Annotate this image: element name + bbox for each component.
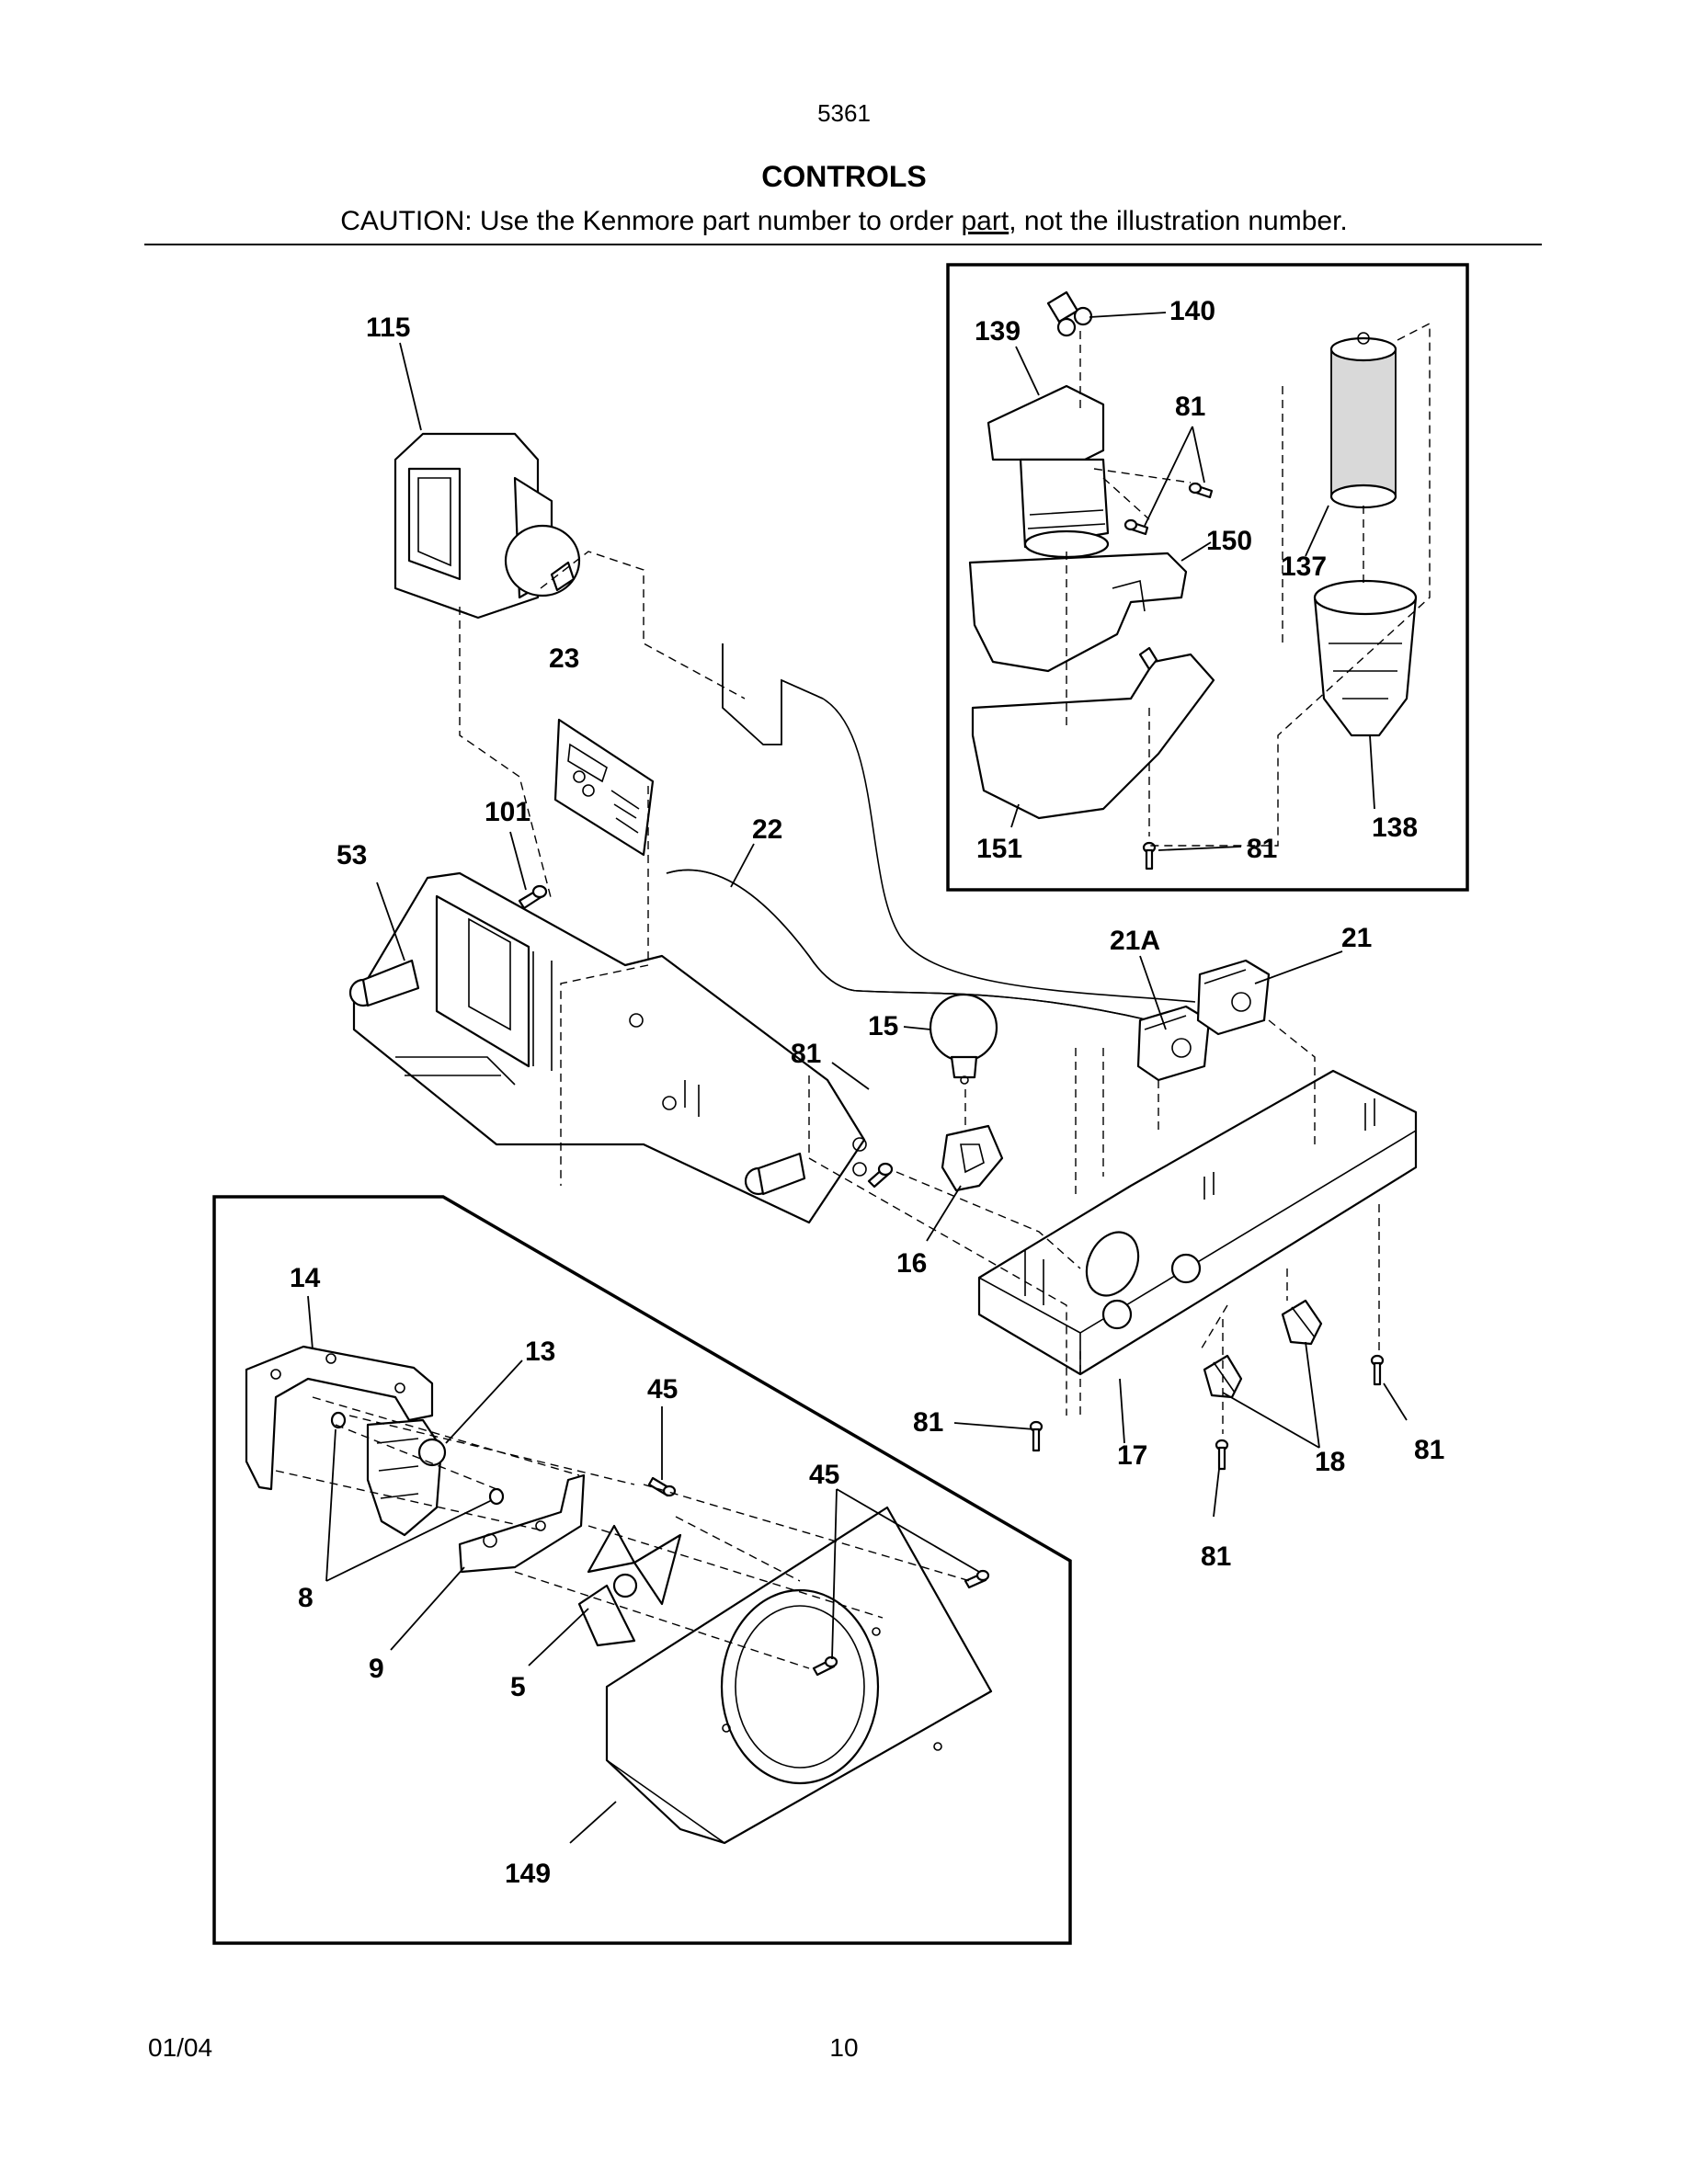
part-150-upper-cover xyxy=(968,552,1188,673)
part-81-screw-a xyxy=(867,1162,894,1189)
part-137-filter-cartridge xyxy=(1329,332,1397,509)
callout-81b: 81 xyxy=(1247,834,1277,864)
part-140-elbow-fitting xyxy=(1046,290,1093,337)
callout-139: 139 xyxy=(975,316,1021,347)
callout-22: 22 xyxy=(752,814,782,845)
alignment-lines xyxy=(275,322,1431,1669)
page-title: CONTROLS xyxy=(761,160,927,193)
diagram-code: 5361 xyxy=(817,99,871,127)
caution-text-end: , not the illustration number. xyxy=(1009,206,1348,236)
callout-17: 17 xyxy=(1117,1440,1147,1471)
header-rule xyxy=(144,244,1542,245)
leader-lines xyxy=(307,312,1408,1844)
part-53-dispenser-housing xyxy=(348,871,867,1224)
callout-81c: 81 xyxy=(791,1039,821,1069)
filter-assembly-frame xyxy=(946,263,1469,892)
callout-16: 16 xyxy=(896,1248,927,1279)
part-81-screw-b xyxy=(1029,1420,1044,1452)
part-17-switch-housing xyxy=(977,1069,1418,1376)
part-16-lamp-socket xyxy=(941,1124,1004,1192)
part-8-washer-b xyxy=(488,1487,505,1506)
part-149-fan-shroud xyxy=(605,1506,993,1845)
callout-5: 5 xyxy=(510,1672,526,1702)
part-151-lower-cover xyxy=(971,646,1215,820)
part-81-screw-g xyxy=(1142,841,1157,870)
part-115-control-module xyxy=(393,432,581,620)
part-138-filter-bowl xyxy=(1313,579,1418,737)
callout-81d: 81 xyxy=(913,1407,943,1438)
part-45-screw-c xyxy=(812,1655,838,1677)
callout-45b: 45 xyxy=(809,1460,839,1490)
part-5-fan-blade xyxy=(577,1524,682,1647)
caution-underlined-word: part xyxy=(961,206,1009,236)
callout-81e: 81 xyxy=(1414,1435,1444,1465)
callout-21a: 21A xyxy=(1110,926,1160,956)
callout-151: 151 xyxy=(976,834,1022,864)
callout-13: 13 xyxy=(525,1337,555,1367)
callout-53: 53 xyxy=(336,840,367,870)
part-81-screw-e xyxy=(1123,518,1149,536)
part-9-motor-bracket xyxy=(458,1473,586,1574)
callout-140: 140 xyxy=(1169,296,1215,326)
callout-9: 9 xyxy=(369,1654,384,1684)
part-18-knob-b xyxy=(1281,1299,1323,1346)
page-number: 10 xyxy=(829,2033,859,2062)
callout-81f: 81 xyxy=(1201,1541,1231,1572)
callout-138: 138 xyxy=(1372,813,1418,843)
callout-21: 21 xyxy=(1341,923,1372,953)
part-45-screw-b xyxy=(964,1569,990,1589)
part-81-screw-c xyxy=(1215,1439,1229,1471)
callout-45a: 45 xyxy=(647,1374,678,1405)
part-101-screw xyxy=(518,884,548,910)
part-139-filter-head xyxy=(987,384,1110,559)
part-21-switch xyxy=(1196,959,1271,1036)
footer-date: 01/04 xyxy=(148,2033,213,2062)
callout-137: 137 xyxy=(1281,552,1327,582)
part-21a-switch xyxy=(1136,1005,1211,1082)
part-81-screw-d xyxy=(1370,1354,1385,1386)
fan-assembly-frame xyxy=(212,1195,1072,1945)
callout-150: 150 xyxy=(1206,526,1252,556)
callout-14: 14 xyxy=(290,1263,321,1293)
part-15-light-bulb xyxy=(929,993,998,1085)
callout-8: 8 xyxy=(298,1583,314,1613)
part-23-circuit-board xyxy=(553,718,655,857)
part-13-fan-motor xyxy=(366,1418,447,1537)
callout-115: 115 xyxy=(366,313,410,343)
callout-101: 101 xyxy=(485,797,530,827)
callout-149: 149 xyxy=(505,1859,551,1889)
callout-15: 15 xyxy=(868,1011,898,1041)
callout-23: 23 xyxy=(549,643,579,674)
part-8-washer-a xyxy=(330,1411,347,1429)
callout-18: 18 xyxy=(1315,1447,1345,1477)
caution-text: CAUTION: Use the Kenmore part number to … xyxy=(340,206,962,236)
part-81-screw-f xyxy=(1188,482,1214,499)
caution-note: CAUTION: Use the Kenmore part number to … xyxy=(0,206,1688,237)
part-14-mounting-bracket xyxy=(245,1345,434,1491)
part-22-water-tube xyxy=(666,643,1196,1021)
callout-81a: 81 xyxy=(1175,392,1205,422)
